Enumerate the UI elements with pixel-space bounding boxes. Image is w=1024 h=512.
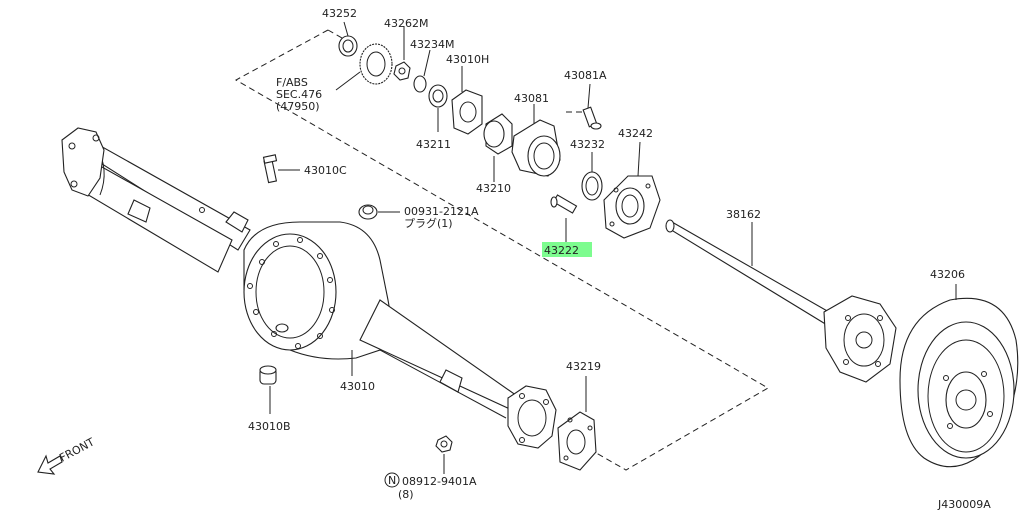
- abs-sensor-ring[interactable]: [335, 43, 393, 91]
- nut-43234m[interactable]: [413, 49, 431, 93]
- bearing-43210[interactable]: [483, 113, 513, 182]
- label-43081a: 43081A: [564, 69, 607, 82]
- label-38162: 38162: [726, 208, 761, 221]
- axle-shaft-38162[interactable]: [665, 219, 897, 383]
- bolt-43081a[interactable]: [566, 83, 602, 130]
- label-43211: 43211: [416, 138, 451, 151]
- label-43206: 43206: [930, 268, 965, 281]
- plate-43010h[interactable]: [451, 66, 483, 135]
- label-43010: 43010: [340, 380, 375, 393]
- label-abs-2: SEC.476: [276, 88, 322, 101]
- brake-drum-43206[interactable]: [899, 284, 1019, 468]
- plug-43010b[interactable]: [259, 365, 277, 414]
- gasket-43219[interactable]: [557, 376, 597, 471]
- label-08912-qty: (8): [398, 488, 414, 501]
- n-mark-circle: [384, 472, 400, 488]
- breather-43010c[interactable]: [262, 154, 300, 184]
- label-43242: 43242: [618, 127, 653, 140]
- label-43234m: 43234M: [410, 38, 454, 51]
- label-43210: 43210: [476, 182, 511, 195]
- diagram-code: J430009A: [937, 498, 991, 511]
- hub-carrier-43081[interactable]: [511, 104, 561, 177]
- backing-plate-43242[interactable]: [603, 141, 661, 239]
- n-mark: N: [388, 474, 396, 487]
- nut-08912[interactable]: [435, 435, 453, 474]
- axle-housing[interactable]: [61, 127, 557, 449]
- label-43252: 43252: [322, 7, 357, 20]
- seal-43252[interactable]: [338, 21, 358, 57]
- lock-washer-43262m[interactable]: [393, 26, 411, 81]
- plug-00931[interactable]: [358, 204, 400, 220]
- label-abs-1: F/ABS: [276, 76, 308, 89]
- label-00931: 00931-2121A: [404, 205, 479, 218]
- label-front: FRONT: [57, 435, 97, 464]
- seal-ring-43232[interactable]: [581, 152, 603, 201]
- label-43081: 43081: [514, 92, 549, 105]
- label-08912: 08912-9401A: [402, 475, 477, 488]
- label-43010b: 43010B: [248, 420, 291, 433]
- stud-43222[interactable]: [550, 194, 578, 246]
- bearing-43211[interactable]: [428, 84, 448, 132]
- label-plug: プラグ(1): [404, 216, 453, 230]
- label-43222: 43222: [544, 244, 579, 257]
- label-43010c: 43010C: [304, 164, 347, 177]
- highlight-43222: [542, 242, 592, 257]
- label-43010h: 43010H: [446, 53, 489, 66]
- label-43219: 43219: [566, 360, 601, 373]
- label-43262m: 43262M: [384, 17, 428, 30]
- front-arrow-icon: [37, 454, 63, 475]
- housing-bolts: [247, 237, 335, 349]
- boundary-segment: [327, 29, 343, 39]
- label-43232: 43232: [570, 138, 605, 151]
- label-abs-3: (47950): [276, 100, 320, 113]
